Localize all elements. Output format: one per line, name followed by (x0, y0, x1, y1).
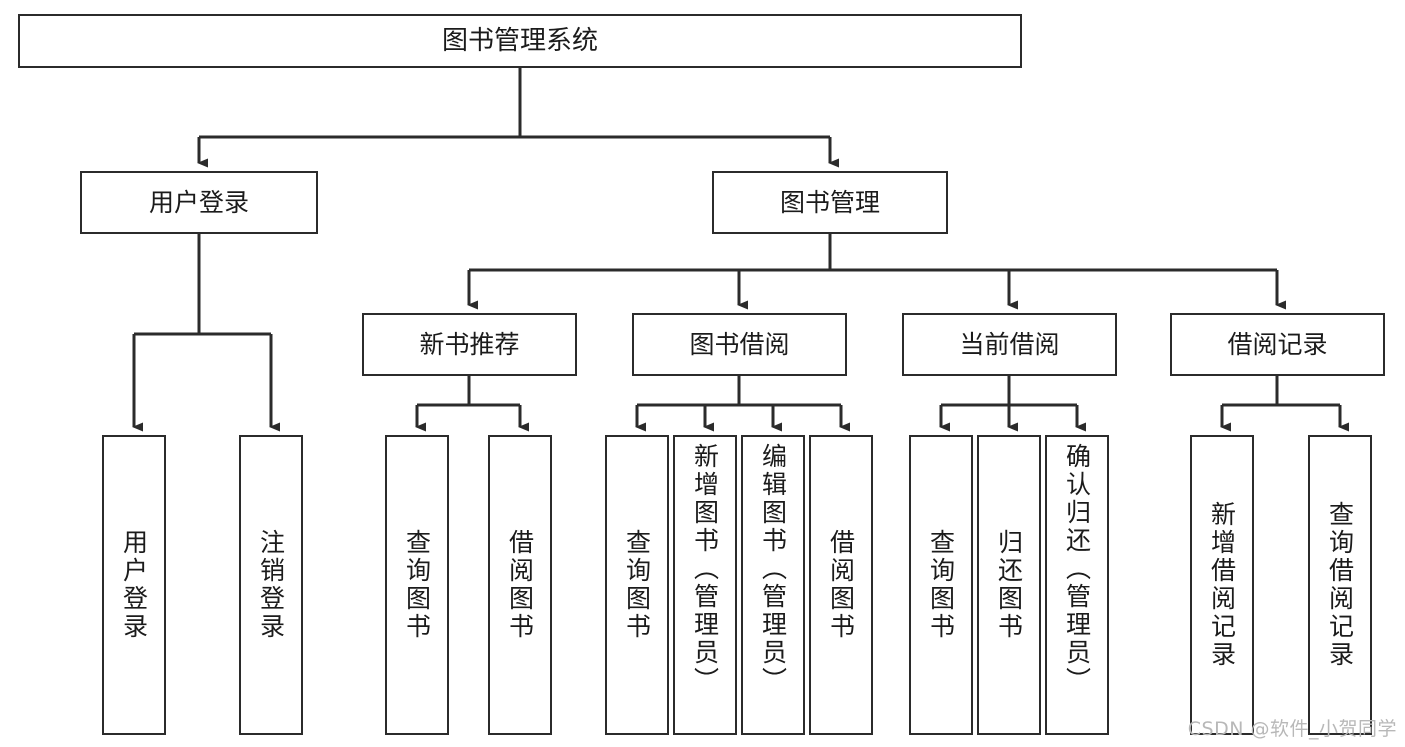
node-borrow-record[interactable]: 借阅记录 (1170, 313, 1385, 376)
node-leaf-return-book[interactable]: 归还图书 (977, 435, 1041, 735)
node-leaf-query-borrow-record[interactable]: 查询借阅记录 (1308, 435, 1372, 735)
node-leaf-confirm-return-admin-label: 确认归还（管理员） (1062, 443, 1092, 695)
node-leaf-add-borrow-record-label: 新增借阅记录 (1207, 501, 1237, 669)
node-book-management[interactable]: 图书管理 (712, 171, 948, 234)
node-root-label: 图书管理系统 (441, 25, 598, 56)
node-leaf-edit-book-admin[interactable]: 编辑图书（管理员） (741, 435, 805, 735)
node-book-management-label: 图书管理 (779, 187, 880, 217)
node-new-book-recommend[interactable]: 新书推荐 (362, 313, 577, 376)
node-leaf-query-book-new-label: 查询图书 (402, 529, 432, 641)
node-user-login[interactable]: 用户登录 (80, 171, 318, 234)
node-leaf-borrow-book-new-label: 借阅图书 (505, 529, 535, 641)
node-leaf-confirm-return-admin[interactable]: 确认归还（管理员） (1045, 435, 1109, 735)
node-leaf-logout[interactable]: 注销登录 (239, 435, 303, 735)
node-user-login-label: 用户登录 (148, 187, 249, 217)
node-leaf-borrow-book[interactable]: 借阅图书 (809, 435, 873, 735)
node-leaf-query-book-current-label: 查询图书 (926, 529, 956, 641)
node-leaf-user-login[interactable]: 用户登录 (102, 435, 166, 735)
node-leaf-add-book-admin[interactable]: 新增图书（管理员） (673, 435, 737, 735)
node-leaf-query-borrow-record-label: 查询借阅记录 (1325, 501, 1355, 669)
node-new-book-recommend-label: 新书推荐 (419, 329, 520, 359)
node-book-borrow[interactable]: 图书借阅 (632, 313, 847, 376)
node-leaf-logout-label: 注销登录 (256, 529, 286, 641)
node-leaf-query-book-borrow-label: 查询图书 (622, 529, 652, 641)
node-leaf-add-book-admin-label: 新增图书（管理员） (690, 443, 720, 695)
node-leaf-query-book-new[interactable]: 查询图书 (385, 435, 449, 735)
node-root[interactable]: 图书管理系统 (18, 14, 1022, 68)
node-leaf-add-borrow-record[interactable]: 新增借阅记录 (1190, 435, 1254, 735)
node-leaf-edit-book-admin-label: 编辑图书（管理员） (758, 443, 788, 695)
node-book-borrow-label: 图书借阅 (689, 329, 790, 359)
node-leaf-user-login-label: 用户登录 (119, 529, 149, 641)
node-borrow-record-label: 借阅记录 (1227, 329, 1328, 359)
node-leaf-query-book-borrow[interactable]: 查询图书 (605, 435, 669, 735)
node-current-borrow[interactable]: 当前借阅 (902, 313, 1117, 376)
node-leaf-query-book-current[interactable]: 查询图书 (909, 435, 973, 735)
node-leaf-return-book-label: 归还图书 (994, 529, 1024, 641)
node-leaf-borrow-book-label: 借阅图书 (826, 529, 856, 641)
node-current-borrow-label: 当前借阅 (959, 329, 1060, 359)
node-leaf-borrow-book-new[interactable]: 借阅图书 (488, 435, 552, 735)
